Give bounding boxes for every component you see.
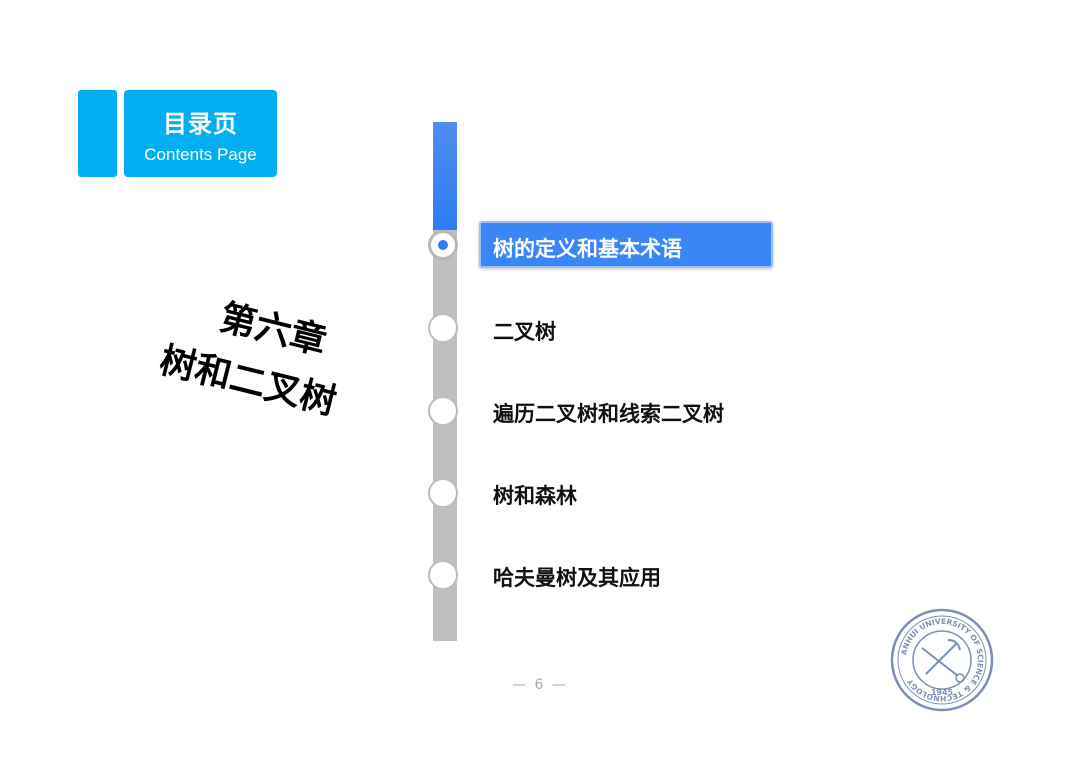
active-node-dot xyxy=(438,240,448,250)
contents-header: 目录页 Contents Page xyxy=(124,90,277,177)
toc-item-5[interactable]: 哈夫曼树及其应用 xyxy=(493,566,661,590)
toc-item-2[interactable]: 二叉树 xyxy=(493,320,556,344)
timeline-node-4[interactable] xyxy=(428,478,458,508)
contents-subtitle: Contents Page xyxy=(144,145,257,164)
active-item-highlight[interactable] xyxy=(479,221,773,268)
timeline-node-2[interactable] xyxy=(428,313,458,343)
header-accent-bar xyxy=(78,90,117,177)
chapter-heading: 第六章 树和二叉树 xyxy=(135,274,394,475)
toc-item-3[interactable]: 遍历二叉树和线索二叉树 xyxy=(493,402,724,426)
page-number: — 6 — xyxy=(512,677,568,693)
timeline-node-3[interactable] xyxy=(428,396,458,426)
contents-title: 目录页 xyxy=(163,110,238,138)
toc-item-4[interactable]: 树和森林 xyxy=(493,484,577,508)
university-seal-icon: ANHUI UNIVERSITY OF SCIENCE & TECHNOLOGY… xyxy=(886,604,998,716)
timeline-node-5[interactable] xyxy=(428,560,458,590)
timeline-node-1[interactable] xyxy=(428,230,458,260)
svg-text:1945: 1945 xyxy=(931,688,954,697)
timeline-progress xyxy=(433,122,457,230)
toc-item-1[interactable]: 树的定义和基本术语 xyxy=(493,237,682,261)
